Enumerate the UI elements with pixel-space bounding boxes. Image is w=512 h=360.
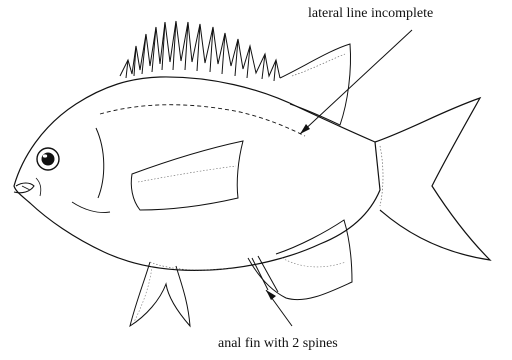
anal-fin-label: anal fin with 2 spines xyxy=(218,337,338,351)
lateral-line-pointer xyxy=(300,30,412,134)
anal-fin-pointer xyxy=(266,290,292,326)
fish-body-outline xyxy=(14,77,380,270)
lateral-line-label: lateral line incomplete xyxy=(308,7,433,21)
eye-icon xyxy=(37,148,59,170)
caudal-fin xyxy=(375,98,490,260)
anal-fin xyxy=(248,220,352,300)
lateral-line xyxy=(100,105,305,136)
pectoral-fin xyxy=(131,141,243,210)
operculum-line xyxy=(96,128,104,198)
soft-dorsal-fin xyxy=(280,44,351,125)
dorsal-fin-spines xyxy=(120,21,280,81)
pelvic-fin xyxy=(130,262,190,326)
